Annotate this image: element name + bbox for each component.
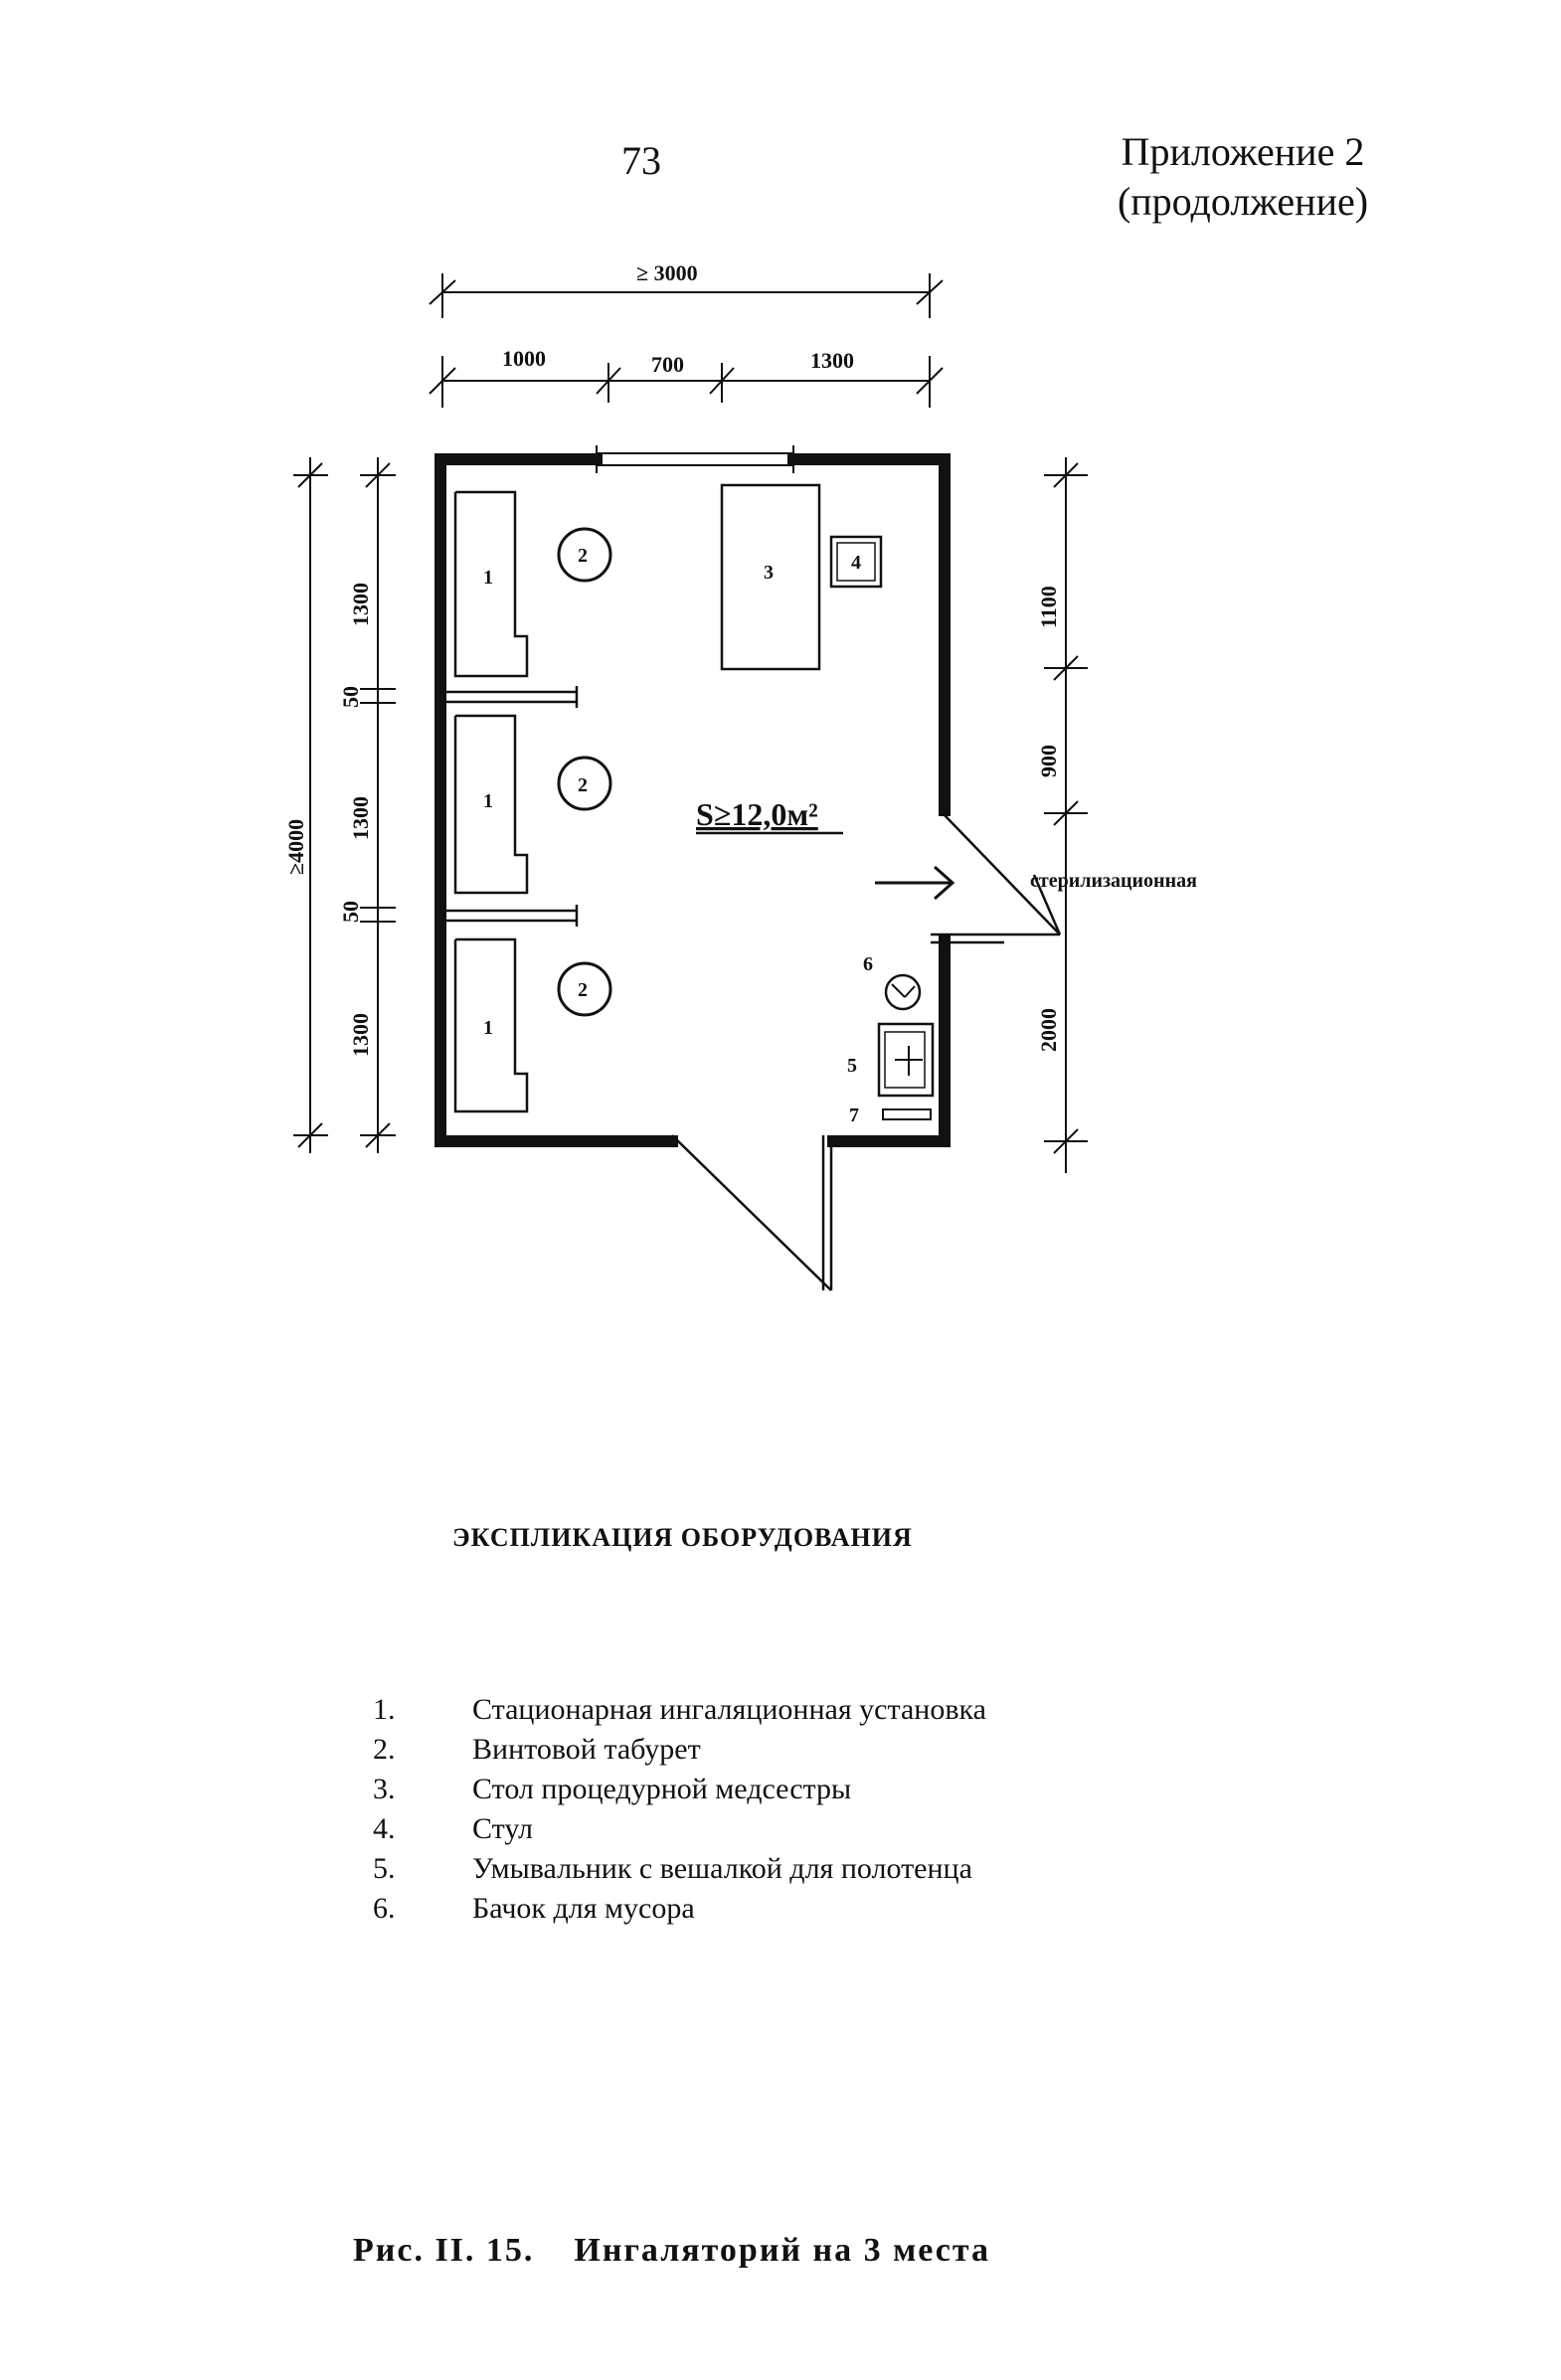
dim-gap-2: 50 bbox=[338, 901, 363, 923]
label-washbasin: 5 bbox=[847, 1055, 857, 1077]
legend-item: 1. Стационарная ингаляционная установка bbox=[373, 1690, 986, 1730]
washbasin bbox=[877, 1022, 935, 1098]
cubicle-partitions bbox=[440, 686, 579, 927]
figure-title: Ингаляторий на 3 места bbox=[574, 2232, 990, 2269]
legend-number: 1. bbox=[373, 1693, 396, 1726]
appendix-line-1: Приложение 2 bbox=[1121, 129, 1365, 174]
entrance-door bbox=[671, 1134, 833, 1291]
dim-right-lower: 2000 bbox=[1036, 1008, 1061, 1052]
chair bbox=[829, 535, 883, 589]
label-table: 3 bbox=[764, 562, 774, 584]
label-inhaler-1: 1 bbox=[483, 567, 493, 589]
room-area: S≥12,0м² bbox=[696, 796, 818, 832]
figure-number: Рис. II. 15. bbox=[353, 2232, 535, 2269]
label-bin: 6 bbox=[863, 953, 873, 975]
legend-item: 3. Стол процедурной медсестры bbox=[373, 1770, 986, 1809]
legend-number: 3. bbox=[373, 1773, 396, 1805]
stools bbox=[557, 527, 612, 1017]
legend-text: Винтовой табурет bbox=[472, 1733, 701, 1766]
label-shelf: 7 bbox=[849, 1105, 859, 1126]
label-stool-3: 2 bbox=[578, 979, 588, 1001]
legend-number: 6. bbox=[373, 1892, 396, 1925]
room-walls bbox=[434, 453, 951, 1147]
dim-seg-2: 700 bbox=[651, 352, 684, 377]
legend-item: 5. Умывальник с вешалкой для полотенца bbox=[373, 1849, 986, 1889]
legend-text: Стол процедурной медсестры bbox=[472, 1773, 852, 1805]
dim-seg-3: 1300 bbox=[810, 348, 854, 373]
legend-item: 2. Винтовой табурет bbox=[373, 1730, 986, 1770]
floor-plan: 1 1 1 2 2 2 3 4 6 5 7 S≥12,0м² стерилиза… bbox=[283, 260, 1197, 1291]
window bbox=[596, 445, 794, 473]
dim-overall-height: ≥4000 bbox=[283, 819, 308, 875]
legend-number: 2. bbox=[373, 1733, 396, 1766]
legend-text: Стационарная ингаляционная установка bbox=[472, 1693, 986, 1726]
legend-item: 6. Бачок для мусора bbox=[373, 1889, 986, 1929]
label-inhaler-2: 1 bbox=[483, 790, 493, 812]
appendix-heading: Приложение 2 (продолжение) bbox=[1094, 127, 1392, 227]
dim-gap-1: 50 bbox=[338, 686, 363, 708]
figure-caption: Рис. II. 15. Ингаляторий на 3 места bbox=[353, 2232, 990, 2270]
dim-cell-2: 1300 bbox=[348, 796, 373, 840]
nurse-table bbox=[720, 483, 821, 671]
dim-cell-1: 1300 bbox=[348, 583, 373, 626]
equipment-legend: 1. Стационарная ингаляционная установка … bbox=[373, 1690, 986, 1929]
trash-bin bbox=[884, 973, 922, 1011]
legend-text: Стул bbox=[472, 1812, 533, 1845]
towel-shelf bbox=[882, 1108, 932, 1120]
legend-text: Умывальник с вешалкой для полотенца bbox=[472, 1852, 972, 1885]
dim-cell-3: 1300 bbox=[348, 1013, 373, 1057]
label-stool-1: 2 bbox=[578, 545, 588, 567]
dim-overall-width: ≥ 3000 bbox=[636, 260, 698, 285]
label-chair: 4 bbox=[851, 552, 861, 574]
legend-item: 4. Стул bbox=[373, 1809, 986, 1849]
arrow-icon bbox=[875, 865, 955, 901]
legend-text: Бачок для мусора bbox=[472, 1892, 695, 1925]
page-number: 73 bbox=[621, 138, 661, 183]
inhaler-units bbox=[453, 490, 529, 1113]
dim-seg-1: 1000 bbox=[502, 346, 546, 371]
adjacent-room-label: стерилизационная bbox=[1030, 870, 1197, 892]
legend-number: 4. bbox=[373, 1812, 396, 1845]
appendix-line-2: (продолжение) bbox=[1117, 179, 1369, 224]
dim-right-middle: 900 bbox=[1036, 745, 1061, 777]
legend-number: 5. bbox=[373, 1852, 396, 1885]
label-inhaler-3: 1 bbox=[483, 1017, 493, 1039]
label-stool-2: 2 bbox=[578, 774, 588, 796]
legend-title: ЭКСПЛИКАЦИЯ ОБОРУДОВАНИЯ bbox=[452, 1523, 913, 1552]
dim-right-upper: 1100 bbox=[1036, 586, 1061, 628]
sterilization-door bbox=[931, 814, 1062, 944]
